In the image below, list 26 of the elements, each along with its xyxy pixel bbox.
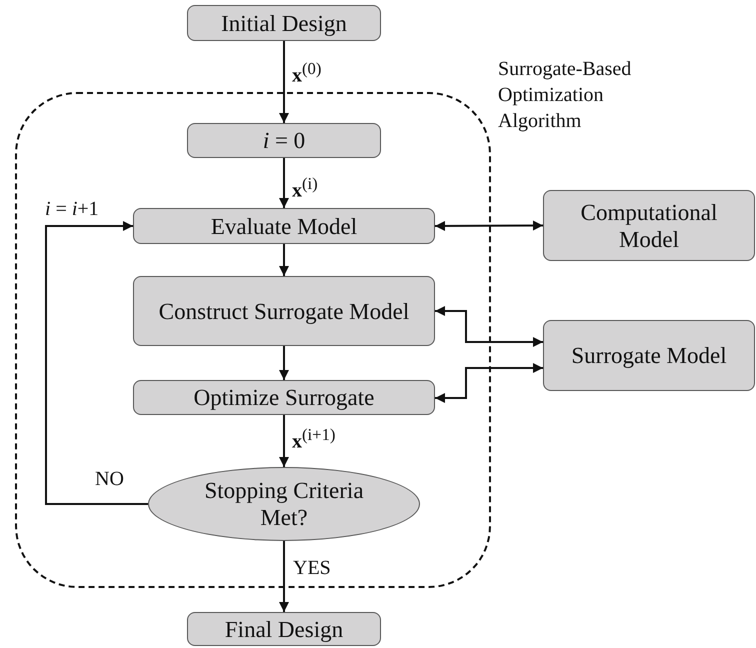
edge-label: x$^{(i)}$ [292,173,318,202]
arrow [45,221,148,505]
counter-label: i = i+1 [45,198,99,220]
edge-label: x$^{(0)}$ [292,58,322,87]
arrow [279,415,289,467]
arrow [279,158,289,208]
process-box: i = 0 [187,123,381,158]
arrow [279,346,289,380]
process-box: Surrogate Model [543,320,755,391]
edge-label: NO [95,468,124,490]
edge-label: x$^{(i+1)}$ [292,424,336,453]
region-heading: Surrogate-Based Optimization Algorithm [498,57,632,134]
process-box: Evaluate Model [133,208,435,244]
process-box: Initial Design [187,5,381,41]
edge-label: YES [293,557,331,579]
arrow [279,541,289,612]
arrow [435,306,543,347]
arrow [279,41,289,123]
arrow [435,220,543,231]
process-box: Final Design [187,612,381,646]
process-box: Construct Surrogate Model [133,276,435,346]
decision-ellipse: Stopping Criteria Met? [148,467,420,541]
process-box: Computational Model [543,190,755,261]
process-box: Optimize Surrogate [133,380,435,415]
arrow [279,244,289,276]
arrow [435,363,543,403]
